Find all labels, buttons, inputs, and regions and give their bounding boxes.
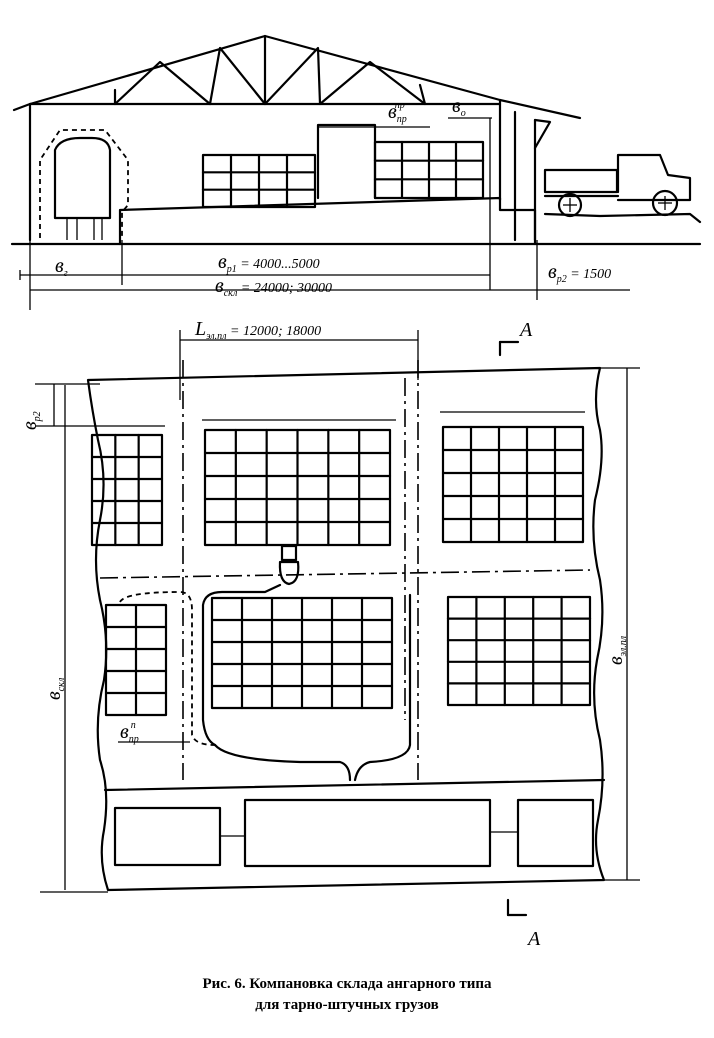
gate-vehicle-icon [53, 136, 112, 220]
rack-block-bottom-center [210, 596, 394, 710]
label-b-el-pl: вэл.пл [605, 635, 629, 665]
plan-view [35, 330, 640, 917]
label-b-p1: вр1 = 4000...5000 [218, 251, 320, 275]
label-b-pr-top: впрпр [388, 100, 407, 125]
label-b-pr-plan: впрп [120, 720, 139, 745]
driveway-outline [201, 583, 282, 747]
plan-outer-wall [86, 366, 606, 892]
forklift-icon [278, 544, 300, 586]
rack-block-top-left [90, 433, 164, 547]
label-b-p2: вр2 = 1500 [548, 261, 611, 285]
loading-bay-right [516, 798, 595, 868]
crane-travel-axis [99, 569, 591, 579]
label-b-skl: вскл = 24000; 30000 [215, 275, 332, 299]
loading-bay-left [113, 806, 222, 867]
rack-block-top-right [441, 425, 585, 544]
label-l-span: Lэл.пл = 12000; 18000 [194, 318, 321, 342]
label-section-a-top: А [518, 319, 533, 341]
roof-outline [12, 34, 582, 120]
rack-elevation-right [373, 140, 485, 200]
ramp-floor [118, 196, 537, 246]
truss-web [113, 34, 427, 106]
label-section-a-bottom: А [526, 928, 541, 950]
loading-bay-center [243, 798, 492, 868]
label-b-o: во [452, 95, 466, 119]
label-b-g: вг [55, 255, 68, 279]
driveway-outline-2 [213, 593, 412, 782]
truck-icon [543, 153, 702, 224]
label-b-skl-plan: вскл [43, 677, 67, 700]
gate-clearance-outline [39, 129, 129, 238]
figure-caption-line-2: для тарно-штучных грузов [255, 997, 439, 1013]
figure-caption-line-1: Рис. 6. Компановка склада ангарного типа [202, 976, 492, 992]
rack-block-bottom-right [446, 595, 592, 707]
storage-racks [90, 425, 592, 717]
crane-column [316, 123, 377, 200]
rack-elevation-left [201, 153, 317, 209]
platform-edge [103, 778, 606, 792]
rack-elevation-grid-right [373, 140, 485, 200]
rack-block-top-center [203, 428, 392, 547]
canopy-bracket [533, 118, 552, 150]
elevation-section [10, 34, 702, 310]
rack-elevation-grid-left [201, 153, 317, 209]
rack-block-bottom-left [104, 603, 168, 717]
label-b-p2-plan: вр2 [19, 411, 43, 430]
forklift-path [119, 591, 216, 746]
